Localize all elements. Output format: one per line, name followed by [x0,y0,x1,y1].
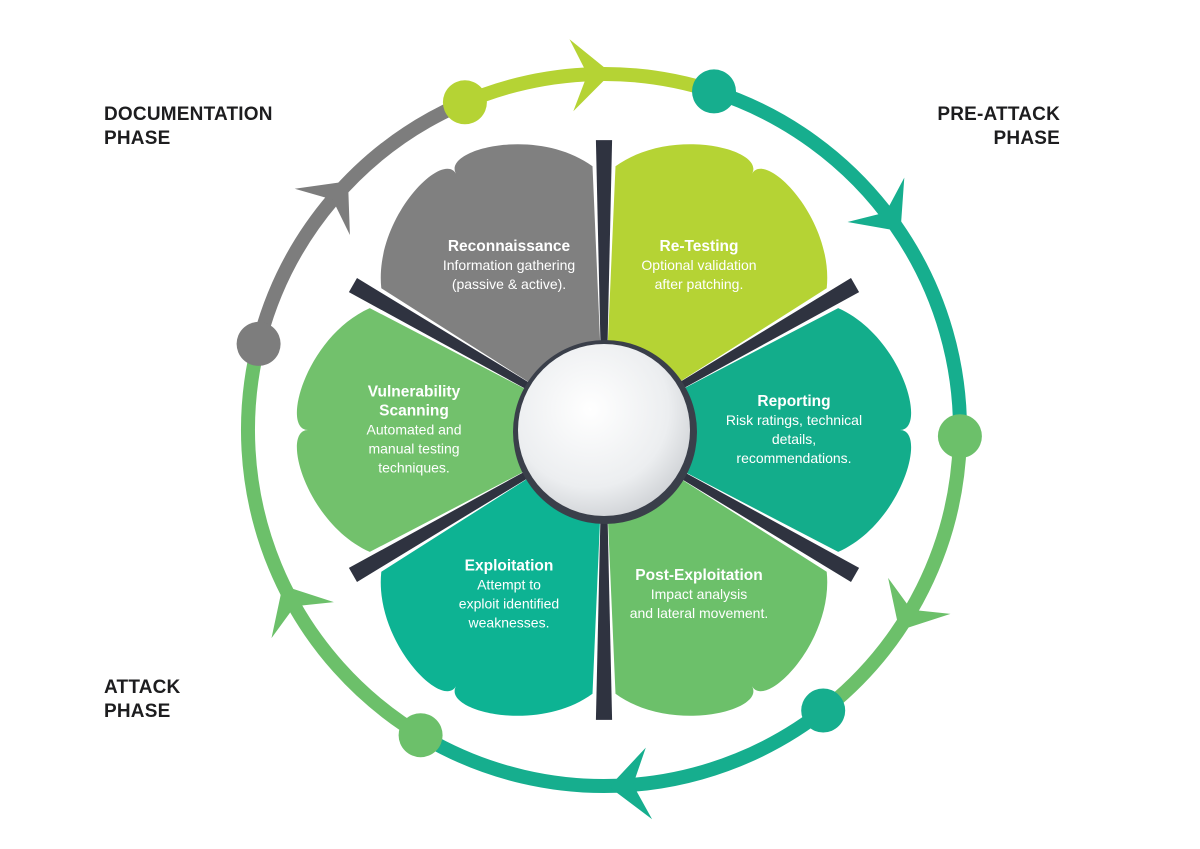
segment-description: details, [772,431,816,447]
segment-shape [296,308,542,552]
segment-description: manual testing [368,441,459,457]
segment-shape [607,144,828,393]
segment-title: Re-Testing [660,238,739,255]
ring-arrow-icon [609,747,653,820]
segment-title: Reconnaissance [448,238,571,255]
segment-title: Scanning [379,403,449,420]
segment-title: Exploitation [465,558,554,575]
segment-description: recommendations. [736,450,851,466]
ring-arrow-icon [271,585,334,639]
ring-node-dot [398,713,443,758]
segment-shape [380,467,601,716]
segment-divider [662,462,860,582]
ring-node-dot [692,69,736,114]
ring-arrow-icon [847,177,905,232]
segment-description: exploit identified [459,596,559,612]
segment-description: Impact analysis [651,586,747,602]
phase-label-line: DOCUMENTATION [104,104,273,125]
outer-cycle-ring [236,39,982,820]
ring-arc-green [240,336,430,745]
segment-title: Vulnerability [368,384,461,401]
segment-description: and lateral movement. [630,605,769,621]
ring-node-dot [442,80,487,125]
ring-node-dot [236,321,281,366]
phase-label-documentation: DOCUMENTATION PHASE [104,103,273,151]
segment-divider [348,462,546,582]
ring-arc-lime [456,67,717,112]
phase-label-line: PHASE [993,128,1060,149]
segment-description: after patching. [655,276,744,292]
segment-divider [595,140,613,361]
ring-arrow-icon [569,39,612,112]
phase-label-line: PHASE [104,128,171,149]
segment-divider [595,499,613,720]
segment-description: Attempt to [477,577,541,593]
phase-label-line: PRE-ATTACK [937,104,1060,125]
segment-title: Reporting [757,393,830,410]
ring-node-dot [801,688,846,733]
ring-arrow-icon [294,181,350,235]
phase-label-line: PHASE [104,701,171,722]
segment-title: Post-Exploitation [635,567,762,584]
center-hub [513,340,697,524]
segment-description: techniques. [378,460,450,476]
phase-label-attack: ATTACK PHASE [104,676,180,724]
segment-description: weaknesses. [468,615,550,631]
segment-description: (passive & active). [452,276,566,292]
ring-node-dot [937,414,982,459]
segment-description: Information gathering [443,257,575,273]
phase-label-pre-attack: PRE-ATTACK PHASE [900,103,1060,151]
segment-description: Automated and [367,422,462,438]
phase-label-line: ATTACK [104,677,181,698]
segment-shape [666,308,912,552]
segment-divider [662,278,860,398]
segment-shape [607,467,828,716]
hub-circle [518,344,690,516]
segment-description: Risk ratings, technical [726,412,862,428]
ring-arc-green [823,442,967,713]
segment-description: Optional validation [641,257,756,273]
ring-arrow-icon [888,577,951,631]
segment-shape [380,144,601,393]
segment-divider [348,278,546,398]
